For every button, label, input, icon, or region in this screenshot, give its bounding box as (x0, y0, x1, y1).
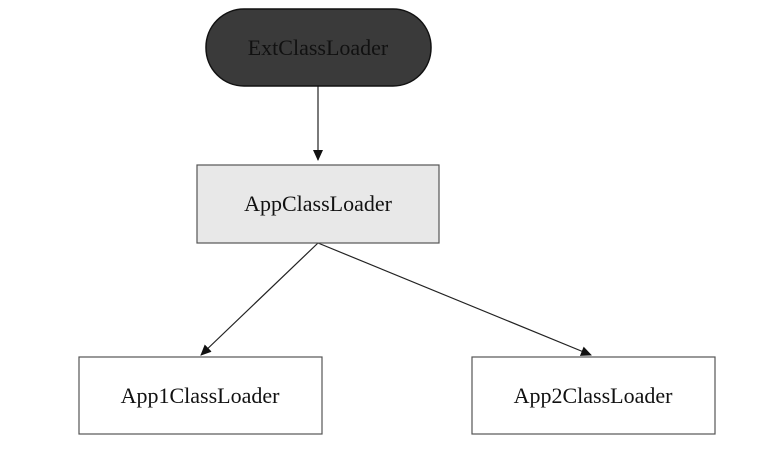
node-app1-shape (78, 356, 323, 435)
edge-app-to-app2 (317, 242, 592, 356)
node-app2-label: App2ClassLoader (514, 383, 674, 408)
edge-app-to-app1 (200, 242, 319, 356)
node-app2-shape (471, 356, 716, 435)
node-ext-shape (205, 8, 432, 87)
node-app1-label: App1ClassLoader (121, 383, 281, 408)
node-app-label: AppClassLoader (244, 191, 393, 216)
node-ext-label: ExtClassLoader (248, 35, 389, 60)
node-app2-class-loader: App2ClassLoader (471, 356, 716, 435)
node-app-class-loader: AppClassLoader (196, 164, 440, 244)
node-app1-class-loader: App1ClassLoader (78, 356, 323, 435)
node-ext-class-loader: ExtClassLoader (205, 8, 432, 87)
node-app-shape (196, 164, 440, 244)
